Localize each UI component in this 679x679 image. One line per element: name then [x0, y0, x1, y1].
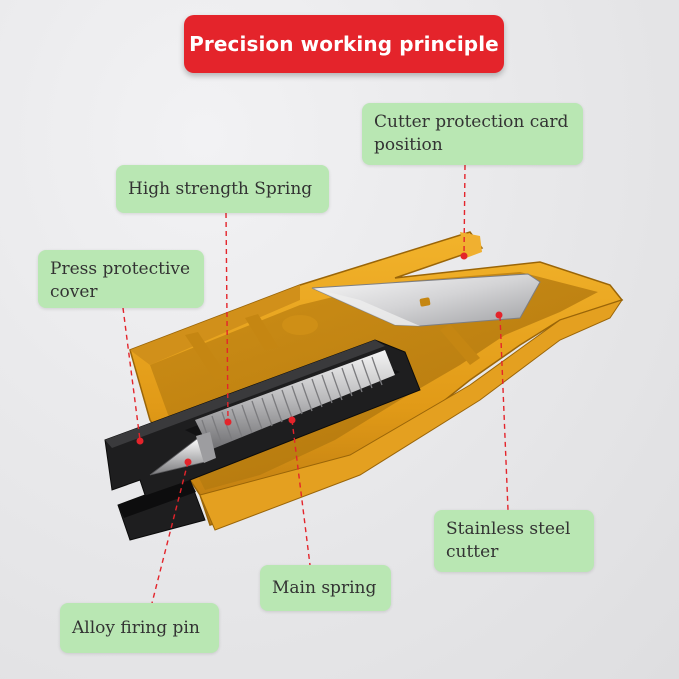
spring	[195, 350, 395, 450]
label-main-spring: Main spring	[260, 565, 391, 611]
leader-dots	[136, 252, 503, 466]
label-press-protective-cover: Press protective cover	[38, 250, 204, 308]
label-stainless-steel-cutter: Stainless steel cutter	[434, 510, 594, 572]
blade	[311, 273, 541, 327]
firing-pin	[149, 432, 216, 476]
label-high-strength-spring: High strength Spring	[116, 165, 329, 213]
leader-lines	[122, 164, 509, 604]
label-cutter-protection-card: Cutter protection card position	[362, 103, 583, 165]
page-title: Precision working principle	[184, 15, 504, 73]
label-alloy-firing-pin: Alloy firing pin	[60, 603, 219, 653]
